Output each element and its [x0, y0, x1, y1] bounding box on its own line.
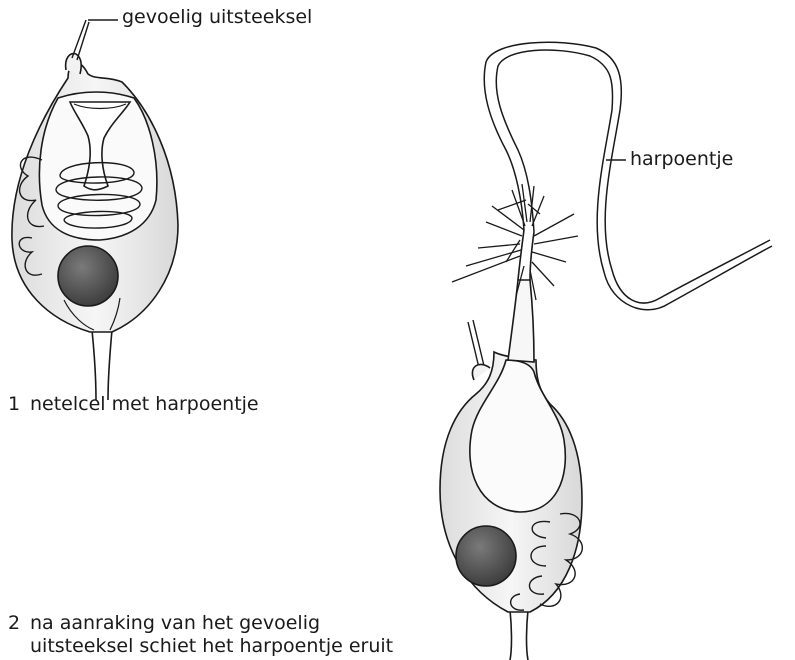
cell-1-nucleus — [58, 246, 118, 306]
cell-1-drawing — [12, 20, 178, 400]
cell-1-sensor-knob — [66, 54, 82, 74]
cell-2-capsule — [470, 360, 565, 512]
caption-1-number: 1 — [8, 393, 30, 416]
caption-1-text: netelcel met harpoentje — [30, 393, 259, 415]
label-harpoon: harpoentje — [630, 148, 733, 170]
caption-2-line-2: uitsteeksel schiet het harpoentje eruit — [30, 635, 393, 657]
caption-2-line-1: na aanraking van het gevoelig — [30, 612, 320, 634]
cell-2-drawing — [440, 42, 772, 660]
cell-2-harpoon-shaft — [518, 230, 534, 280]
caption-2-number: 2 — [8, 612, 30, 635]
cell-2-stalk — [510, 610, 528, 660]
cell-2-spines — [452, 184, 578, 300]
caption-1: 1netelcel met harpoentje — [8, 393, 259, 416]
caption-2: 2na aanraking van het gevoelig uitsteeks… — [8, 612, 393, 658]
label-sensor: gevoelig uitsteeksel — [122, 6, 312, 28]
cell-2-nucleus — [456, 526, 516, 586]
cell-2-harpoon-thread — [484, 42, 772, 310]
cell-2-tube — [508, 280, 534, 362]
cell-1-stalk — [92, 330, 112, 400]
